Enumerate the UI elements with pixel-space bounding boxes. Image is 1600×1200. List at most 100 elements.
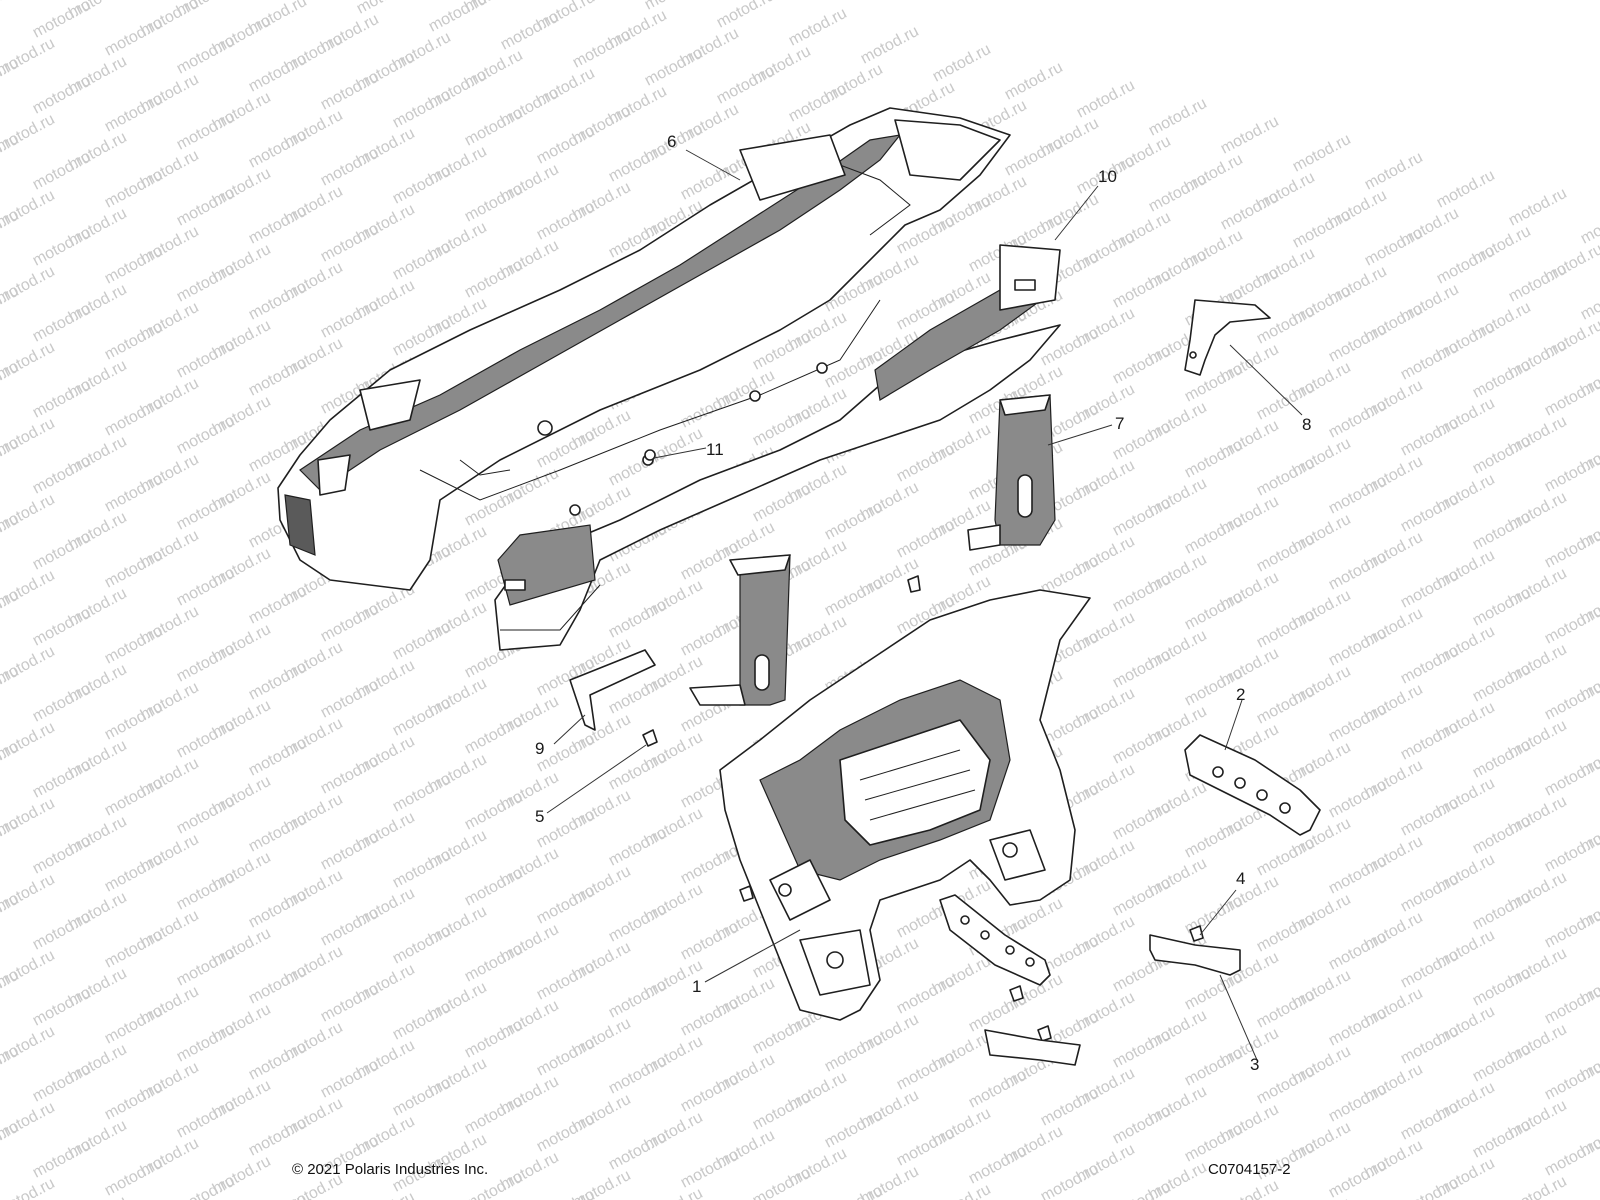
watermark-text: motod.ru (174, 489, 238, 534)
watermark-text: motod.ru (714, 63, 778, 108)
watermark-text: motod.ru (714, 0, 778, 32)
watermark-text: motod.ru (1110, 647, 1174, 692)
watermark-text: motod.ru (534, 959, 598, 1004)
watermark-text: motod.ru (30, 605, 94, 650)
watermark-text: motod.ru (930, 1181, 994, 1200)
watermark-text: motod.ru (1398, 567, 1462, 612)
watermark-text: motod.ru (1470, 1117, 1534, 1162)
watermark-text: motod.ru (678, 1071, 742, 1116)
watermark-text: motod.ru (1182, 1121, 1246, 1166)
watermark-text: motod.ru (534, 123, 598, 168)
watermark-text: motod.ru (102, 167, 166, 212)
watermark-text: motod.ru (1398, 643, 1462, 688)
watermark-text: motod.ru (1254, 303, 1318, 348)
watermark-text: motod.ru (1182, 817, 1246, 862)
watermark-text: motod.ru (462, 713, 526, 758)
watermark-text: motod.ru (30, 0, 94, 42)
watermark-text: motod.ru (1470, 965, 1534, 1010)
watermark-text: motod.ru (1326, 625, 1390, 670)
watermark-text: motod.ru (246, 127, 310, 172)
watermark-text: motod.ru (102, 471, 166, 516)
watermark-text: motod.ru (246, 963, 310, 1008)
watermark-text: motod.ru (1254, 607, 1318, 652)
watermark-text: motod.ru (174, 945, 238, 990)
watermark-text: motod.ru (1398, 1175, 1462, 1200)
watermark-text: motod.ru (318, 905, 382, 950)
watermark-text: motod.ru (30, 377, 94, 422)
watermark-text: motod.ru (1506, 261, 1570, 306)
fasteners (642, 449, 1204, 1042)
watermark-text: motod.ru (462, 1093, 526, 1138)
watermark-text: motod.ru (606, 901, 670, 946)
part-left-upright-bracket (689, 554, 791, 706)
watermark-text: motod.ru (30, 73, 94, 118)
watermark-text: motod.ru (1182, 969, 1246, 1014)
watermark-text: motod.ru (1002, 59, 1066, 104)
watermark-text: motod.ru (1470, 585, 1534, 630)
watermark-text: motod.ru (1542, 1059, 1600, 1104)
watermark-text: motod.ru (0, 1195, 22, 1200)
part-3-clip (984, 934, 1241, 1066)
watermark-text: motod.ru (102, 927, 166, 972)
watermark-text: motod.ru (30, 453, 94, 498)
watermark-text: motod.ru (174, 33, 238, 78)
watermark-text: motod.ru (1182, 513, 1246, 558)
watermark-text: motod.ru (678, 387, 742, 432)
watermark-text: motod.ru (678, 843, 742, 888)
watermark-text: motod.ru (102, 547, 166, 592)
watermark-text: motod.ru (174, 337, 238, 382)
watermark-text: motod.ru (1326, 321, 1390, 366)
watermark-text: motod.ru (30, 301, 94, 346)
watermark-text: motod.ru (1542, 603, 1600, 648)
callout-4: 4 (1236, 869, 1246, 888)
watermark-text: motod.ru (606, 977, 670, 1022)
watermark-text: motod.ru (606, 825, 670, 870)
watermark-text: motod.ru (246, 659, 310, 704)
watermark-text: motod.ru (174, 565, 238, 610)
watermark-text: motod.ru (1326, 1157, 1390, 1200)
watermark-text: motod.ru (30, 681, 94, 726)
watermark-text: motod.ru (1542, 831, 1600, 876)
watermark-text: motod.ru (174, 717, 238, 762)
watermark-text: motod.ru (786, 5, 850, 50)
watermark-text: motod.ru (1290, 1195, 1354, 1200)
watermark-text: motod.ru (1434, 167, 1498, 212)
watermark-text: motod.ru (1110, 267, 1174, 312)
part-8-small-bracket (1184, 299, 1271, 376)
watermark-text: motod.ru (318, 1057, 382, 1102)
drawing-number: C0704157-2 (1208, 1161, 1291, 1178)
watermark-text: motod.ru (246, 279, 310, 324)
watermark-text: motod.ru (1254, 683, 1318, 728)
watermark-text: motod.ru (1110, 495, 1174, 540)
watermark-text: motod.ru (1398, 491, 1462, 536)
callout-3: 3 (1250, 1055, 1260, 1074)
part-1-rear-bumper (719, 589, 1091, 1021)
watermark-text: motod.ru (30, 225, 94, 270)
watermark-text: motod.ru (1542, 1135, 1600, 1180)
watermark-text: motod.ru (1470, 509, 1534, 554)
watermark-text: motod.ru (1542, 375, 1600, 420)
watermark-text: motod.ru (1326, 1081, 1390, 1126)
watermark-text: motod.ru (66, 1193, 130, 1200)
watermark-text: motod.ru (1398, 1023, 1462, 1068)
watermark-text: motod.ru (1470, 1041, 1534, 1086)
watermark-text: motod.ru (426, 0, 490, 36)
watermark-text: motod.ru (462, 181, 526, 226)
watermark-text: motod.ru (102, 699, 166, 744)
watermark-text: motod.ru (1326, 473, 1390, 518)
watermark-text: motod.ru (606, 597, 670, 642)
watermark-text: motod.ru (102, 91, 166, 136)
watermark-text: motod.ru (246, 203, 310, 248)
watermark-text: motod.ru (1038, 1161, 1102, 1200)
watermark-text: motod.ru (102, 775, 166, 820)
copyright-text: © 2021 Polaris Industries Inc. (292, 1161, 489, 1178)
watermark-text: motod.ru (246, 51, 310, 96)
watermark-text: motod.ru (1002, 135, 1066, 180)
watermark-text: motod.ru (822, 499, 886, 544)
callout-2: 2 (1236, 685, 1246, 704)
watermark-text: motod.ru (894, 973, 958, 1018)
part-lower-hole-bracket (939, 894, 1051, 986)
watermark-text: motod.ru (1578, 1191, 1600, 1200)
watermark-text: motod.ru (318, 753, 382, 798)
part-10-lower-plate (494, 244, 1061, 651)
